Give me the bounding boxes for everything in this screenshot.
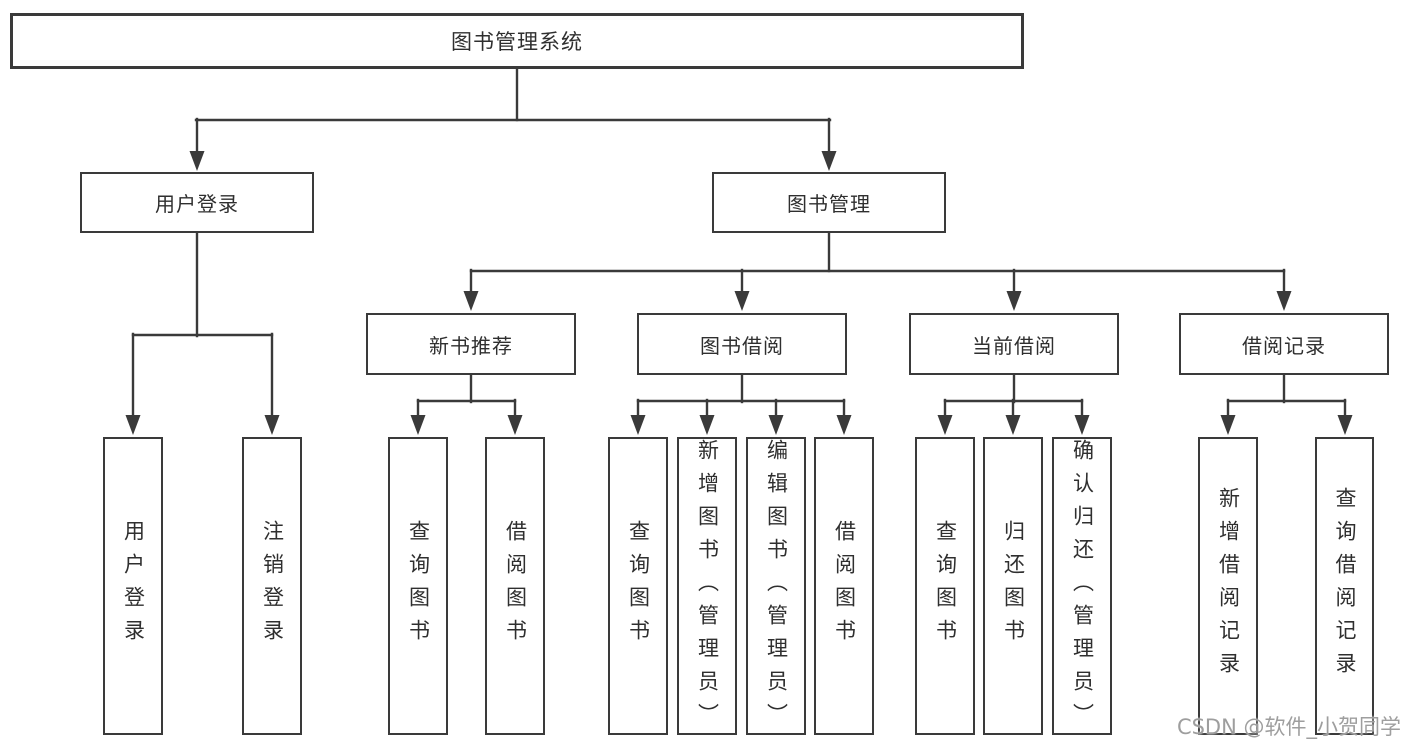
node-label: 新增借阅记录 <box>1216 487 1241 685</box>
node-new-book-recommend: 新书推荐 <box>366 313 576 375</box>
arrow-down-icon <box>768 415 784 435</box>
connector-newbook-to-leaves <box>416 373 517 421</box>
node-label: 当前借阅 <box>972 333 1056 358</box>
connector-userlogin-to-leaves <box>131 231 274 421</box>
node-leaf-return-books: 归还图书 <box>983 437 1043 735</box>
node-leaf-user-login: 用户登录 <box>103 437 163 735</box>
node-leaf-logout: 注销登录 <box>242 437 302 735</box>
node-leaf-query-books-3: 查询图书 <box>915 437 975 735</box>
node-leaf-add-book-admin: 新增图书（管理员） <box>677 437 737 736</box>
node-label: 新增图书（管理员） <box>695 439 720 736</box>
node-label: 编辑图书（管理员） <box>764 439 789 736</box>
node-leaf-query-borrow-record: 查询借阅记录 <box>1315 437 1374 735</box>
node-label: 新书推荐 <box>429 333 513 358</box>
node-leaf-add-borrow-record: 新增借阅记录 <box>1198 437 1258 735</box>
arrow-down-icon <box>630 415 646 435</box>
node-label: 查询图书 <box>626 520 651 652</box>
node-label: 借阅图书 <box>503 520 528 652</box>
node-label: 归还图书 <box>1001 520 1026 652</box>
arrow-down-icon <box>734 291 750 311</box>
node-book-borrow: 图书借阅 <box>637 313 847 375</box>
node-leaf-borrow-books-1: 借阅图书 <box>485 437 545 735</box>
node-label: 确认归还（管理员） <box>1070 439 1095 736</box>
arrow-down-icon <box>1006 291 1022 311</box>
connector-root-to-level2 <box>194 67 832 157</box>
node-label: 查询图书 <box>406 520 431 652</box>
node-label: 图书管理 <box>787 192 871 216</box>
node-leaf-edit-book-admin: 编辑图书（管理员） <box>746 437 806 736</box>
node-label: 图书管理系统 <box>451 30 583 54</box>
node-borrow-records: 借阅记录 <box>1179 313 1389 375</box>
arrow-down-icon <box>1337 415 1353 435</box>
node-label: 用户登录 <box>121 520 146 652</box>
arrowheads <box>125 151 1353 435</box>
node-label: 图书借阅 <box>700 333 784 358</box>
arrow-down-icon <box>125 415 141 435</box>
arrow-down-icon <box>937 415 953 435</box>
arrow-down-icon <box>463 291 479 311</box>
connector-bookmgmt-to-level3 <box>469 231 1286 297</box>
arrow-down-icon <box>821 151 837 171</box>
node-label: 借阅记录 <box>1242 333 1326 358</box>
arrow-down-icon <box>1276 291 1292 311</box>
arrow-down-icon <box>699 415 715 435</box>
connector-currentborrow-to-leaves <box>943 373 1084 421</box>
node-label: 查询借阅记录 <box>1333 487 1357 685</box>
csdn-watermark: CSDN @软件_小贺同学 <box>1176 715 1401 739</box>
arrow-down-icon <box>1074 415 1090 435</box>
node-leaf-borrow-books-2: 借阅图书 <box>814 437 874 735</box>
arrow-down-icon <box>836 415 852 435</box>
arrow-down-icon <box>507 415 523 435</box>
connector-records-to-leaves <box>1226 373 1347 421</box>
arrow-down-icon <box>1005 415 1021 435</box>
arrow-down-icon <box>410 415 426 435</box>
node-library-system: 图书管理系统 <box>10 13 1024 69</box>
node-leaf-confirm-return-admin: 确认归还（管理员） <box>1052 437 1112 736</box>
connector-bookborrow-to-leaves <box>636 373 846 421</box>
arrow-down-icon <box>264 415 280 435</box>
node-user-login: 用户登录 <box>80 172 314 233</box>
arrow-down-icon <box>189 151 205 171</box>
node-current-borrow: 当前借阅 <box>909 313 1119 375</box>
node-label: 借阅图书 <box>832 520 857 652</box>
node-label: 注销登录 <box>260 520 285 652</box>
node-label: 用户登录 <box>155 192 239 216</box>
node-book-management: 图书管理 <box>712 172 946 233</box>
node-label: 查询图书 <box>933 520 958 652</box>
node-leaf-query-books-2: 查询图书 <box>608 437 668 735</box>
arrow-down-icon <box>1220 415 1236 435</box>
node-leaf-query-books-1: 查询图书 <box>388 437 448 735</box>
